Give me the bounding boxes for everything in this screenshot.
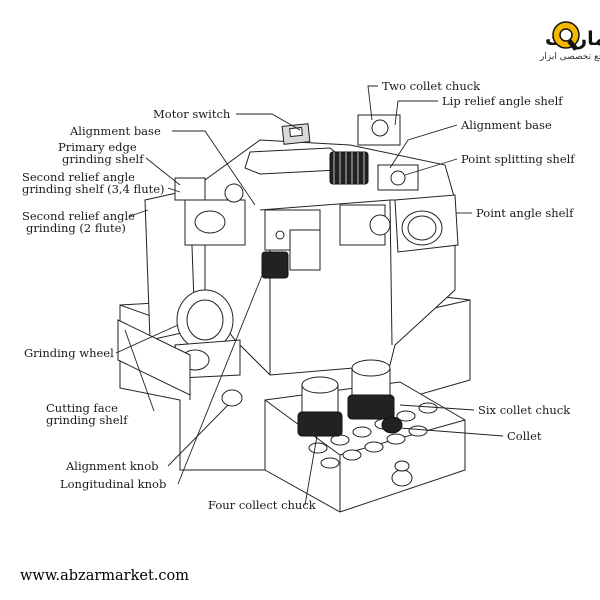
label-second-relief-34-line1: Second relief angle [22, 170, 135, 184]
label-point-angle-shelf: Point angle shelf [476, 206, 574, 220]
label-motor-switch: Motor switch [153, 107, 231, 121]
label-primary-edge-line2: grinding shelf [62, 152, 144, 166]
leader-lines [115, 85, 504, 506]
label-cutting-face-line1: Cutting face [46, 401, 118, 415]
label-second-relief-34-line2: grinding shelf (3,4 flute) [22, 182, 165, 196]
label-six-collet-chuck: Six collet chuck [478, 403, 571, 417]
label-alignment-base-right: Alignment base [460, 118, 552, 132]
label-lip-relief-angle-shelf: Lip relief angle shelf [442, 94, 563, 108]
label-two-collet-chuck: Two collet chuck [382, 79, 481, 93]
label-collet: Collet [507, 429, 542, 443]
machine-drawing [117, 114, 471, 513]
website-url[interactable]: www.abzarmarket.com [20, 568, 189, 584]
label-four-collect-chuck: Four collect chuck [208, 498, 317, 512]
label-point-splitting-shelf: Point splitting shelf [461, 152, 575, 166]
label-longitudinal-knob: Longitudinal knob [60, 477, 166, 491]
label-cutting-face-line2: grinding shelf [46, 413, 128, 427]
label-alignment-knob: Alignment knob [65, 459, 158, 473]
label-primary-edge-line1: Primary edge [58, 140, 137, 154]
labels: Two collet chuck Lip relief angle shelf … [22, 79, 575, 512]
label-alignment-base-left: Alignment base [69, 124, 161, 138]
label-second-relief-2-line1: Second relief angle [22, 209, 135, 223]
logo-wrench-icon [552, 21, 580, 51]
logo-tagline: مرجع تخصصی ابزار [539, 52, 600, 62]
brand-logo: ابزارمارکت مرجع تخصصی ابزار [539, 21, 600, 62]
label-second-relief-2-line2: grinding (2 flute) [26, 221, 126, 235]
label-grinding-wheel: Grinding wheel [24, 346, 114, 360]
